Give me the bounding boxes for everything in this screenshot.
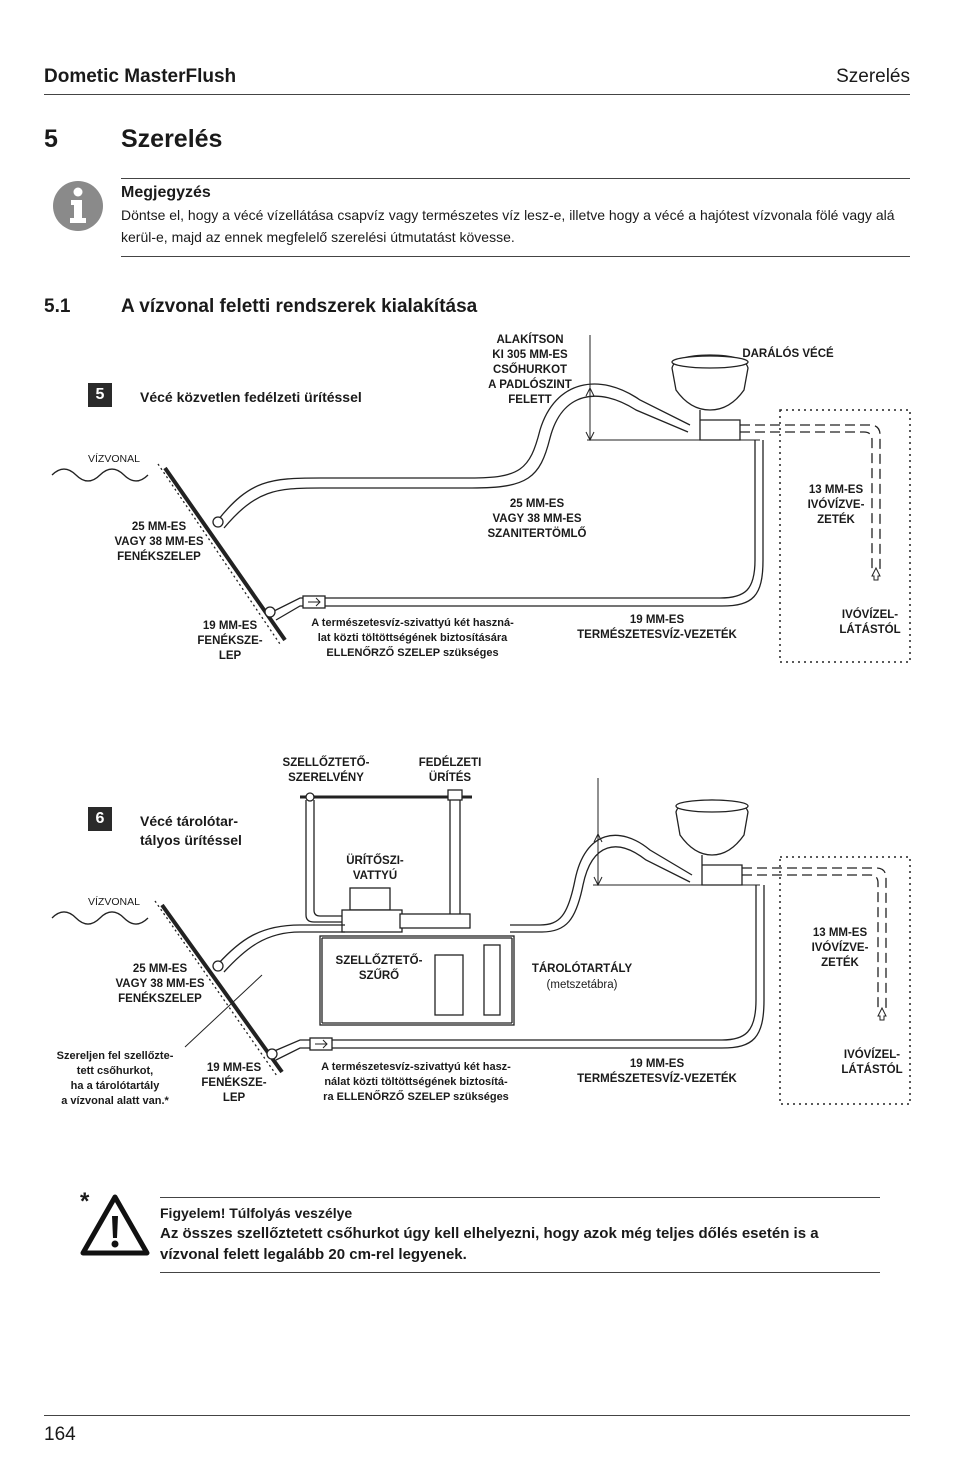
figure6-drawing: [51, 778, 911, 1105]
fig6-discharge-pump-label: ÜRÍTŐSZI- VATTYÚ: [346, 855, 404, 882]
fig5-sanitary-hose-label: 25 MM-ES VAGY 38 MM-ES SZANITERTÖMLŐ: [487, 498, 587, 540]
waterline-wave: [51, 468, 149, 482]
fig5-seacock19-label: 19 MM-ES FENÉKSZE- LEP: [197, 620, 263, 662]
section-number: 5: [44, 125, 58, 153]
note-title: Megjegyzés: [121, 184, 211, 201]
fig5-check-valve-label: A természetesvíz-szivattyú két haszná- l…: [311, 617, 514, 659]
figure5-badge: 5: [88, 383, 112, 407]
fig5-toilet-label: DARÁLÓS VÉCÉ: [742, 348, 834, 360]
fig5-loop-label: ALAKÍTSON KI 305 MM-ES CSŐHURKOT A PADLÓ…: [488, 334, 572, 406]
fig5-seacock25-label: 25 MM-ES VAGY 38 MM-ES FENÉKSZELEP: [114, 521, 204, 563]
figure5-drawing: [51, 335, 911, 663]
fig6-vent-filter-label: SZELLŐZTETŐ- SZŰRŐ: [335, 955, 423, 982]
warning-triangle-icon: [80, 1194, 150, 1256]
fig6-seacock25-label: 25 MM-ES VAGY 38 MM-ES FENÉKSZELEP: [115, 963, 205, 1005]
fig6-raw-water-label: 19 MM-ES TERMÉSZETESVÍZ-VEZETÉK: [577, 1058, 737, 1085]
warning-text: Az összes szellőztetett csőhurkot úgy ke…: [160, 1225, 819, 1263]
warning-asterisk: *: [80, 1188, 90, 1215]
header-section: Szerelés: [836, 66, 910, 87]
fig6-check-valve-label: A természetesvíz-szivattyú két hasz- nál…: [321, 1061, 511, 1103]
subsection-number: 5.1: [44, 296, 71, 317]
page-number: 164: [44, 1424, 76, 1445]
note-bottom-rule: [121, 256, 910, 257]
section-title: Szerelés: [121, 125, 223, 153]
warning-title: Figyelem! Túlfolyás veszélye: [160, 1205, 353, 1221]
fig6-from-potable-label: IVÓVÍZEL- LÁTÁSTÓL: [841, 1049, 903, 1076]
subsection-title: A vízvonal feletti rendszerek kialakítás…: [121, 296, 478, 317]
fig6-vent-fitting-label: SZELLŐZTETŐ- SZERELVÉNY: [282, 757, 370, 784]
note-box: Megjegyzés Döntse el, hogy a vécé vízell…: [121, 178, 910, 248]
waterline-wave-2: [51, 911, 149, 925]
fig5-from-potable-label: IVÓVÍZEL- LÁTÁSTÓL: [839, 609, 901, 636]
header-product: Dometic MasterFlush: [44, 66, 237, 87]
figure6-title: Vécé tárolótar- tályos ürítéssel: [140, 813, 242, 848]
fig6-holding-tank-sub-label: (metszetábra): [546, 979, 618, 991]
fig5-raw-water-label: 19 MM-ES TERMÉSZETESVÍZ-VEZETÉK: [577, 614, 737, 641]
fig6-vented-loop-label: Szereljen fel szellőzte- tett csőhurkot,…: [56, 1050, 174, 1107]
fig6-seacock19-label: 19 MM-ES FENÉKSZE- LEP: [201, 1062, 267, 1104]
figure5-title: Vécé közvetlen fedélzeti ürítéssel: [140, 389, 362, 405]
fig6-holding-tank-label: TÁROLÓTARTÁLY: [531, 963, 633, 975]
note-top-rule: [121, 178, 910, 179]
footer-rule: [44, 1415, 910, 1416]
warning-box: Figyelem! Túlfolyás veszélye Az összes s…: [160, 1203, 880, 1265]
fig5-potable-line-label: 13 MM-ES IVÓVÍZVE- ZETÉK: [807, 484, 865, 526]
fig6-deck-pumpout-label: FEDÉLZETI ÜRÍTÉS: [418, 757, 482, 784]
warning-bottom-rule: [160, 1272, 880, 1273]
header-rule: [44, 94, 910, 95]
info-icon: [53, 181, 103, 231]
fig5-waterline-label: VÍZVONAL: [88, 453, 140, 465]
fig6-waterline-label: VÍZVONAL: [88, 896, 140, 908]
fig6-potable-line-label: 13 MM-ES IVÓVÍZVE- ZETÉK: [811, 927, 869, 969]
warning-top-rule: [160, 1197, 880, 1198]
figure6-badge: 6: [88, 807, 112, 831]
note-text: Döntse el, hogy a vécé vízellátása csapv…: [121, 207, 895, 245]
